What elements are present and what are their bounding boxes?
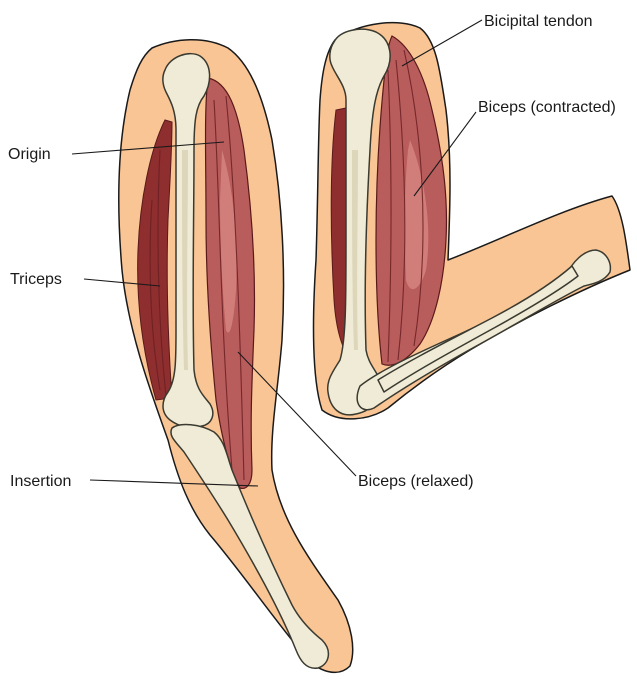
label-origin: Origin [8, 146, 51, 163]
label-bicipital-tendon: Bicipital tendon [484, 13, 593, 30]
label-insertion: Insertion [10, 473, 71, 490]
bent-arm [314, 23, 630, 419]
label-biceps-relaxed: Biceps (relaxed) [358, 473, 474, 490]
label-triceps: Triceps [10, 271, 62, 288]
label-biceps-contracted: Biceps (contracted) [478, 99, 616, 116]
